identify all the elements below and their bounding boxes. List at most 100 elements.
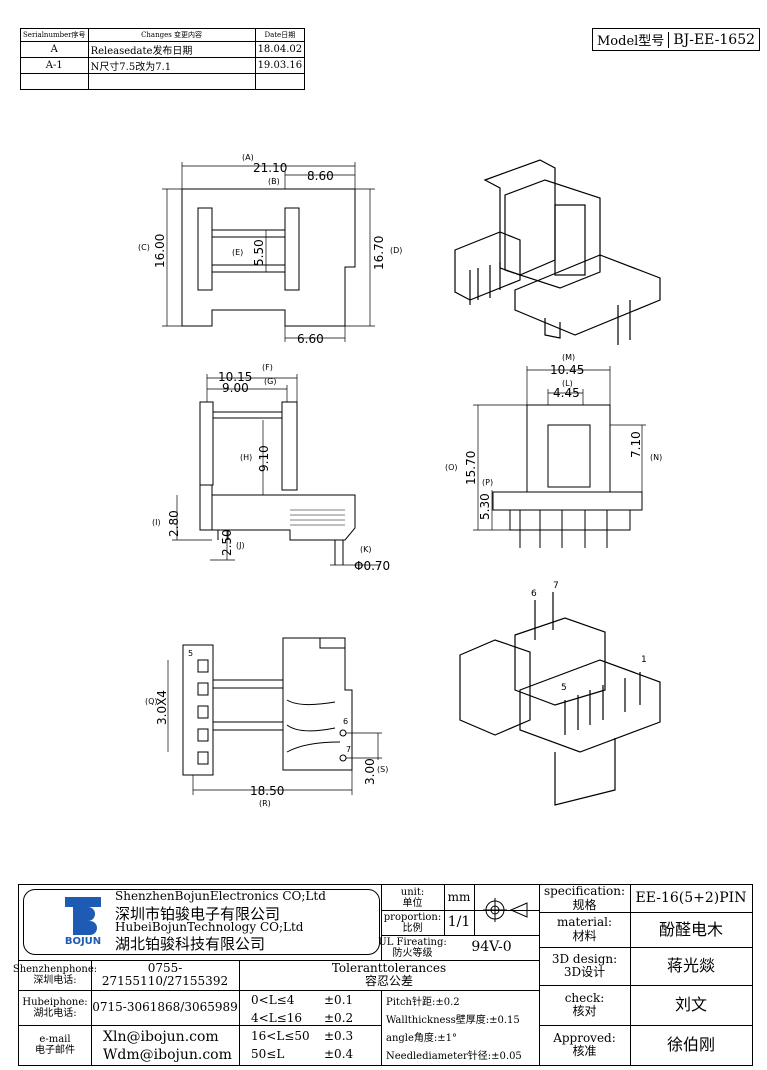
check-value: 刘文 [674,995,707,1015]
email-1: Xln@ibojun.com [103,1029,219,1045]
dim-letter: (R) [259,799,271,808]
ul-value: 94V-0 [471,938,512,955]
top-view-left-flange [197,207,213,291]
side-view: 10.15 9.00 9.10 2.80 2.50 Φ0.70 (F) (G) … [152,363,390,573]
dim-letter: (S) [377,765,388,774]
title-block: BOJUN ShenzhenBojunElectronics CO;Ltd 深圳… [12,884,753,1066]
iso-right-base [514,254,661,336]
dim-letter: (K) [360,545,372,554]
dim-text: 5.50 [252,239,266,266]
side-view-hatch [290,509,345,526]
dim-line [610,424,646,492]
iso-bobbin-back [483,159,556,276]
company-en-2: HubeiBojunTechnology CO;Ltd [115,920,304,934]
top-view-outline [181,188,356,327]
dim-letter: (M) [562,353,575,362]
model-value: BJ-EE-1652 [668,31,759,48]
tolerance-range: 0<L≤4 [251,993,295,1007]
dim-text: 10.45 [550,363,584,377]
unit-label: unit: 单位 [400,886,425,909]
dim-text: 10.15 [218,370,252,384]
company-frame [23,889,380,955]
dim-text: 16.00 [153,234,167,268]
dim-text: 16.70 [372,236,386,270]
dim-text: 18.50 [250,784,284,798]
sz-phone-label: Shenzhenphone: 深圳电话: [12,964,98,986]
dim-letter: (N) [650,453,662,462]
design-label: 3D design: 3D设计 [551,951,618,979]
iso-window [554,204,586,276]
spec-value: EE-16(5+2)PIN [635,889,747,906]
dim-text: 8.60 [307,169,334,183]
dim-text: Φ0.70 [354,559,390,573]
dim-text: 3.0X4 [155,690,169,725]
iso2-top [514,617,606,706]
design-value: 蒋光燚 [666,956,715,976]
iso-flange [504,179,601,289]
bottom-view-core [213,679,283,731]
company-en-1: ShenzhenBojunElectronics CO;Ltd [115,889,326,903]
iso2-front-flange [554,738,616,806]
side-view-pins [217,530,344,565]
bottom-view-body [282,637,353,771]
dim-letter: (E) [232,248,243,257]
dim-letter: (G) [264,377,276,386]
dim-line [473,404,527,531]
proportion-label: proportion: 比例 [383,911,442,934]
tolerance-value: ±0.1 [324,993,354,1007]
dim-text: 15.70 [464,451,478,485]
iso2-left-flange [459,639,531,736]
pin-label: 5 [188,649,193,658]
front-view: 10.45 4.45 15.70 7.10 5.30 (M) (L) (O) (… [445,353,662,548]
bottom-view: 3.0X4 18.50 3.00 (Q) (R) (S) 5 6 7 [145,637,388,808]
note-wall: Wallthickness壁厚度:±0.15 [386,1015,520,1026]
dim-line [345,188,375,327]
front-view-foot [509,510,631,531]
bottom-view-notch [319,638,345,649]
iso-view-top [454,159,661,345]
material-value: 酚醛电木 [658,919,723,939]
dim-text: 2.50 [220,529,234,556]
dim-line [172,495,212,541]
dim-line [284,326,346,342]
dim-text: 21.10 [253,161,287,175]
pin-label: 5 [561,683,567,693]
dim-text: 9.00 [222,381,249,395]
hb-phone-value: 0715-3061868/3065989 [92,999,238,1014]
iso-pins [469,262,631,345]
pin-label: 7 [346,745,351,754]
model-box: Model型号 BJ-EE-1652 [592,28,761,51]
logo: BOJUN [61,897,105,949]
tolerance-range: 4<L≤16 [251,1011,302,1025]
side-view-top [199,401,282,486]
bottom-view-slots [286,699,341,753]
email-2: Wdm@ibojun.com [103,1047,232,1063]
dim-letter: (O) [445,463,458,472]
ul-label: UL Fireating: 防火等级 [378,936,447,959]
tolerance-range: 50≤L [251,1047,285,1061]
pin-label: 1 [641,655,647,665]
note-angle: angle角度:±1° [386,1033,458,1044]
unit-value: mm [447,889,471,904]
email-label: e-mail 电子邮件 [35,1034,75,1056]
front-view-base [492,491,643,511]
tolerance-value: ±0.2 [324,1011,354,1025]
dim-line [206,374,298,402]
top-view: 21.10 8.60 16.00 5.50 16.70 6.60 (A) (B)… [138,153,402,346]
dim-letter: (B) [268,177,280,186]
pin-label: 7 [553,581,559,591]
top-view-right-flange [284,207,300,291]
side-view-flange [281,401,298,491]
side-view-left-post [199,484,213,531]
dim-letter: (C) [138,243,150,252]
dim-text: 3.00 [363,758,377,785]
dim-text: 2.80 [167,510,181,537]
iso-left-base [454,231,521,301]
dim-line [210,530,235,561]
dim-line [181,162,356,189]
front-view-window [547,424,591,488]
dim-line [346,732,382,760]
dim-text: 9.10 [257,445,271,472]
logo-text: BOJUN [64,936,102,947]
tolerance-title: Toleranttolerances 容忍公差 [331,960,447,988]
